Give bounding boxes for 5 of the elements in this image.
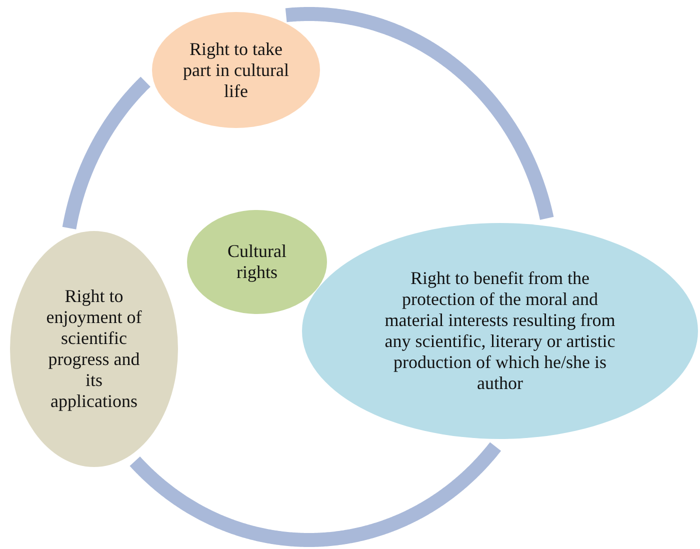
node-label: Cultural rights [226, 241, 288, 283]
node-label: Right to benefit from the protection of the moral and material interests resulting from any scientific, literary or artistic production of which he/she is author [384, 268, 616, 394]
ring-arc-connector [128, 440, 502, 547]
node-label: Right to take part in cultural life [182, 38, 290, 102]
node-label: Right to enjoyment of scientific progress and its applications [45, 286, 143, 412]
